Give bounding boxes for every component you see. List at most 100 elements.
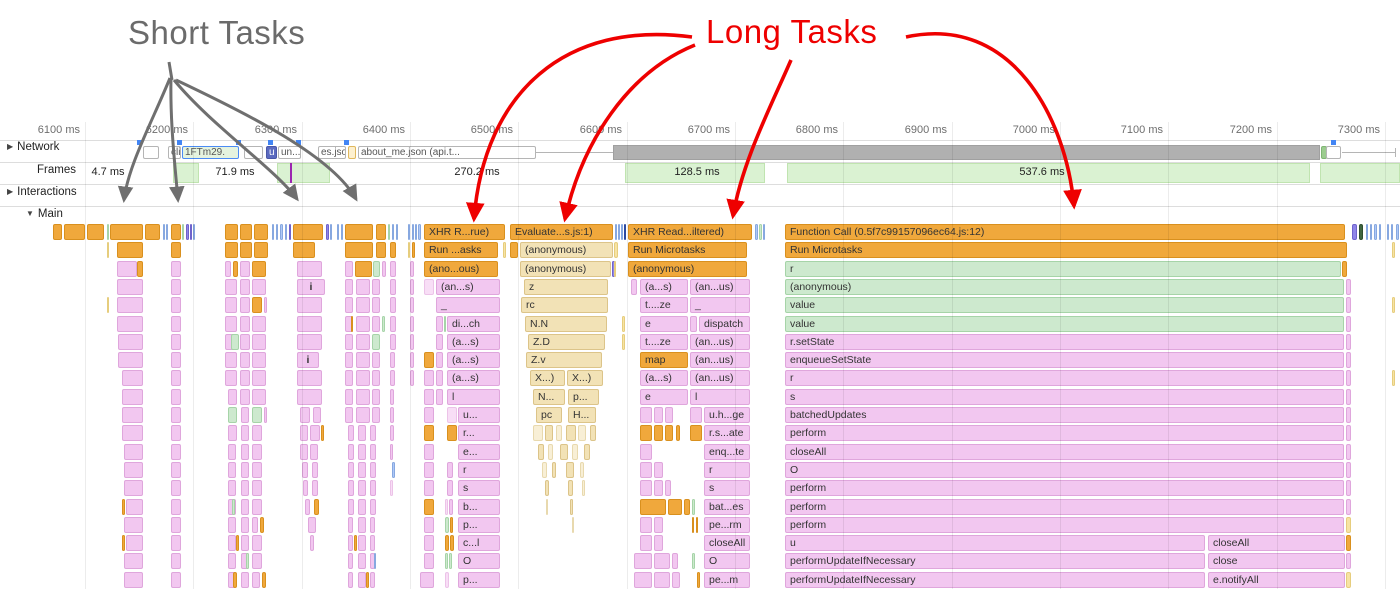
flame-bar[interactable] <box>640 425 652 442</box>
flame-bar[interactable]: O <box>704 553 750 570</box>
flame-bar[interactable] <box>1346 352 1351 369</box>
flame-bar[interactable] <box>410 260 414 277</box>
flame-bar[interactable]: N... <box>533 388 565 405</box>
flame-bar[interactable] <box>392 224 394 240</box>
flame-bar[interactable]: dispatch <box>699 315 750 332</box>
flame-bar[interactable] <box>280 224 283 240</box>
flame-bar[interactable] <box>345 242 373 259</box>
flame-bar[interactable] <box>232 498 235 515</box>
flame-bar[interactable] <box>1346 461 1351 478</box>
flame-bar[interactable] <box>390 333 396 350</box>
flame-bar[interactable] <box>1346 443 1351 460</box>
flame-bar[interactable] <box>640 516 652 533</box>
flame-bar[interactable] <box>166 224 168 240</box>
flame-bar[interactable] <box>345 388 353 405</box>
flame-bar[interactable] <box>1396 224 1399 240</box>
flame-bar[interactable]: i <box>297 278 325 295</box>
flame-bar[interactable] <box>233 571 237 588</box>
flame-bar[interactable] <box>382 260 386 277</box>
flame-bar[interactable] <box>171 425 181 442</box>
flame-bar[interactable] <box>390 443 393 460</box>
flame-bar[interactable] <box>1342 260 1347 277</box>
flame-bar[interactable]: l <box>447 388 500 405</box>
flame-bar[interactable] <box>654 571 670 588</box>
network-request-chip[interactable] <box>143 146 159 159</box>
flame-bar[interactable] <box>445 571 449 588</box>
flame-bar[interactable] <box>366 571 369 588</box>
flame-bar[interactable] <box>572 516 574 533</box>
flame-bar[interactable] <box>345 224 373 240</box>
flame-bar[interactable] <box>264 407 267 423</box>
flame-bar[interactable] <box>370 480 376 497</box>
flame-bar[interactable] <box>310 425 320 442</box>
flame-bar[interactable] <box>614 260 616 277</box>
flame-bar[interactable] <box>285 224 287 240</box>
flame-bar[interactable]: (anonymous) <box>520 242 613 259</box>
flame-bar[interactable] <box>300 443 308 460</box>
flame-bar[interactable] <box>445 535 449 552</box>
flame-bar[interactable] <box>692 516 694 533</box>
flame-bar[interactable] <box>228 388 237 405</box>
flame-bar[interactable] <box>228 535 236 552</box>
flame-bar[interactable]: pe...rm <box>704 516 750 533</box>
flame-bar[interactable] <box>171 388 181 405</box>
network-request-chip[interactable] <box>348 146 356 159</box>
flame-bar[interactable] <box>1346 498 1351 515</box>
flame-bar[interactable] <box>424 498 434 515</box>
flame-bar[interactable]: performUpdateIfNecessary <box>785 571 1205 588</box>
flame-bar[interactable]: (an...us) <box>690 278 750 295</box>
flame-bar[interactable]: b... <box>458 498 500 515</box>
flame-bar[interactable] <box>1346 315 1351 332</box>
frame-duration-block[interactable] <box>1320 163 1400 183</box>
interactions-disclosure-icon[interactable]: ▶ <box>7 187 14 196</box>
lane-main[interactable]: ▼Main <box>26 208 63 220</box>
flame-bar[interactable] <box>348 498 354 515</box>
flame-bar[interactable] <box>590 425 596 442</box>
flame-bar[interactable] <box>122 370 143 387</box>
flame-bar[interactable] <box>228 407 237 423</box>
flame-bar[interactable] <box>672 571 680 588</box>
flame-bar[interactable] <box>410 278 414 295</box>
flame-bar[interactable] <box>436 333 443 350</box>
flame-bar[interactable] <box>297 333 322 350</box>
flame-bar[interactable] <box>390 388 394 405</box>
flame-bar[interactable]: _ <box>690 297 750 314</box>
flame-bar[interactable] <box>240 242 252 259</box>
flame-bar[interactable] <box>117 297 143 314</box>
flame-bar[interactable] <box>107 242 109 259</box>
flame-bar[interactable] <box>252 461 262 478</box>
flame-bar[interactable] <box>546 498 548 515</box>
flame-bar[interactable]: (a...s) <box>640 278 688 295</box>
flame-bar[interactable] <box>345 278 353 295</box>
flame-bar[interactable] <box>654 553 670 570</box>
flame-bar[interactable] <box>449 498 453 515</box>
flame-bar[interactable]: (an...us) <box>690 370 750 387</box>
flame-bar[interactable] <box>372 388 380 405</box>
flame-bar[interactable] <box>370 535 375 552</box>
flame-bar[interactable] <box>345 260 353 277</box>
flame-bar[interactable] <box>240 260 250 277</box>
lane-interactions[interactable]: ▶Interactions <box>7 186 77 198</box>
flame-bar[interactable] <box>297 388 322 405</box>
flame-bar[interactable] <box>578 425 586 442</box>
flame-bar[interactable]: O <box>458 553 500 570</box>
flame-bar[interactable] <box>420 571 434 588</box>
flame-bar[interactable] <box>312 461 318 478</box>
flame-bar[interactable] <box>241 535 249 552</box>
flame-bar[interactable] <box>356 278 370 295</box>
flame-bar[interactable] <box>163 224 165 240</box>
flame-bar[interactable] <box>640 407 652 423</box>
flame-bar[interactable] <box>390 260 396 277</box>
flame-bar[interactable]: (an...us) <box>690 352 750 369</box>
flame-bar[interactable] <box>392 461 395 478</box>
flame-bar[interactable] <box>171 278 181 295</box>
flame-bar[interactable] <box>107 297 109 314</box>
flame-bar[interactable] <box>233 260 238 277</box>
flame-bar[interactable]: X...) <box>567 370 603 387</box>
flame-bar[interactable] <box>614 242 618 259</box>
flame-bar[interactable] <box>330 224 332 240</box>
flame-bar[interactable]: r <box>458 461 500 478</box>
flame-bar[interactable]: (anonymous) <box>520 260 611 277</box>
flame-bar[interactable] <box>447 480 453 497</box>
flame-bar[interactable] <box>345 333 353 350</box>
